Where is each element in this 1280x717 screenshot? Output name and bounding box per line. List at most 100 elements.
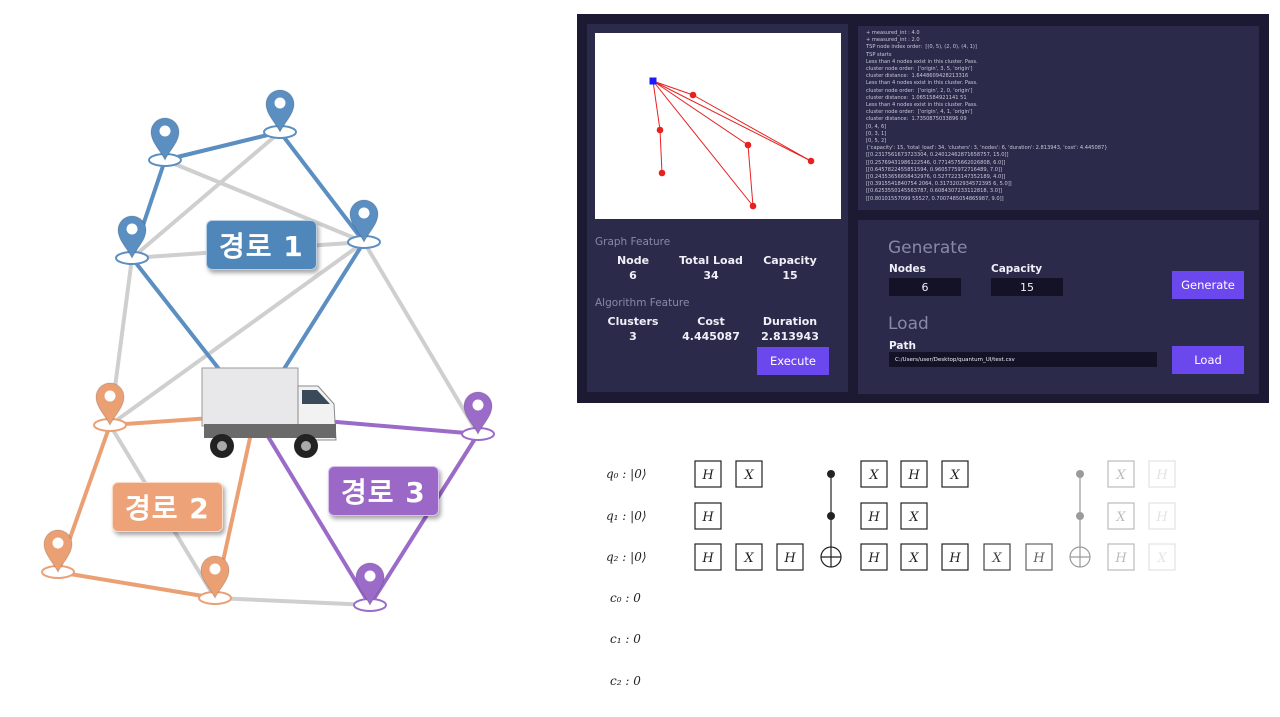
- toffoli-gate: [820, 470, 842, 568]
- pin-marker: [265, 89, 295, 134]
- svg-text:H: H: [867, 510, 880, 525]
- generate-button[interactable]: Generate: [1172, 271, 1244, 299]
- app-window: Graph Feature Node 6 Total Load 34 Capac…: [577, 14, 1269, 403]
- pin-hole: [52, 537, 64, 549]
- pin-marker: [150, 117, 180, 162]
- generate-title: Generate: [888, 238, 968, 258]
- node-value: 6: [629, 269, 637, 282]
- clusters-value: 3: [629, 330, 637, 343]
- truck-hub: [217, 441, 227, 451]
- pin-hole: [159, 125, 171, 137]
- svg-text:H: H: [783, 551, 796, 566]
- route-1-label: 경로 1: [206, 220, 317, 270]
- cluster-graph: [649, 77, 815, 210]
- gate-x: X: [900, 543, 928, 571]
- nodes-input[interactable]: 6: [889, 278, 961, 296]
- location-pin-icon: [41, 529, 75, 579]
- route-edge: [163, 130, 282, 162]
- svg-text:H: H: [701, 510, 714, 525]
- location-pin-icon: [198, 555, 232, 605]
- capacity-input[interactable]: 15: [991, 278, 1063, 296]
- capacity-value: 15: [782, 269, 798, 282]
- node-label: Node: [616, 254, 650, 267]
- gate-x: X: [735, 543, 763, 571]
- graph-edge: [692, 94, 812, 162]
- svg-text:H: H: [701, 468, 714, 483]
- algorithm-feature-title: Algorithm Feature: [595, 297, 690, 309]
- route-edge: [108, 240, 366, 427]
- pin-marker: [43, 529, 73, 574]
- cost-label: Cost: [697, 315, 725, 328]
- route-edge: [368, 432, 480, 607]
- svg-text:H: H: [1114, 551, 1127, 566]
- pin-hole: [358, 207, 370, 219]
- gate-h: H: [900, 460, 928, 488]
- svg-text:X: X: [908, 551, 919, 566]
- location-pins: [41, 89, 495, 612]
- gate-x: X: [983, 543, 1011, 571]
- truck-icon: [201, 367, 337, 458]
- toffoli-gate: [1069, 470, 1091, 568]
- load-title: Load: [888, 314, 929, 334]
- graph-edge: [659, 129, 663, 174]
- log-output: + measured_int : 4.0 + measured_int : 2.…: [866, 30, 1108, 202]
- svg-text:H: H: [867, 551, 880, 566]
- graph-node: [744, 141, 752, 149]
- svg-text:H: H: [701, 551, 714, 566]
- total-load-value: 34: [703, 269, 719, 282]
- gate-h: H: [694, 543, 722, 571]
- location-pin-icon: [353, 562, 387, 612]
- svg-text:X: X: [743, 468, 754, 483]
- truck-hub: [301, 441, 311, 451]
- execute-button[interactable]: Execute: [757, 347, 829, 375]
- svg-text:X: X: [949, 468, 960, 483]
- location-pin-icon: [347, 199, 381, 249]
- log-panel[interactable]: + measured_int : 4.0 + measured_int : 2.…: [858, 26, 1259, 210]
- path-input[interactable]: C:/Users/user/Desktop/quantum_UI/test.cs…: [889, 352, 1157, 367]
- location-pin-icon: [93, 382, 127, 432]
- svg-text:H: H: [948, 551, 961, 566]
- graph-node: [689, 91, 697, 99]
- clbit-label: c₀ : 0: [610, 591, 641, 605]
- graph-node: [656, 126, 664, 134]
- gate-x: X: [941, 460, 969, 488]
- route-map-diagram: 경로 1 경로 2 경로 3: [0, 0, 560, 713]
- svg-text:X: X: [991, 551, 1002, 566]
- gate-h: H: [694, 502, 722, 530]
- gen-capacity-label: Capacity: [991, 263, 1043, 275]
- location-pin-icon: [148, 117, 182, 167]
- gate-h: H: [860, 502, 888, 530]
- route-edge: [163, 158, 366, 244]
- clusters-label: Clusters: [607, 315, 659, 328]
- pin-marker: [95, 382, 125, 427]
- control-panel: Generate Nodes 6 Capacity 15 Generate Lo…: [858, 220, 1259, 394]
- gate-x: X: [1107, 460, 1135, 488]
- path-label: Path: [889, 340, 916, 352]
- graph-feature-title: Graph Feature: [595, 236, 671, 248]
- svg-text:H: H: [907, 468, 920, 483]
- svg-text:H: H: [1155, 468, 1168, 483]
- svg-text:H: H: [1155, 510, 1168, 525]
- gate-x: X: [735, 460, 763, 488]
- truck-cargo-box: [201, 367, 299, 427]
- svg-text:H: H: [1032, 551, 1045, 566]
- clbit-label: c₂ : 0: [610, 674, 641, 688]
- gate-h: H: [1025, 543, 1053, 571]
- circuit-diagram: q₀ : |0⟩q₁ : |0⟩q₂ : |0⟩c₀ : 0c₁ : 0c₂ :…: [606, 460, 1270, 688]
- route-edge: [253, 413, 372, 607]
- feature-panel: Graph Feature Node 6 Total Load 34 Capac…: [587, 24, 848, 392]
- route-network: [41, 89, 495, 612]
- route-edge: [213, 596, 372, 607]
- graph-edge: [652, 80, 694, 96]
- graph-edge: [652, 80, 661, 131]
- location-pin-icon: [115, 215, 149, 265]
- pin-hole: [104, 390, 116, 402]
- duration-label: Duration: [762, 315, 818, 328]
- graph-depot-node: [649, 77, 657, 85]
- load-button[interactable]: Load: [1172, 346, 1244, 374]
- pin-marker: [355, 562, 385, 607]
- truck-windshield: [302, 390, 330, 404]
- gate-x: X: [860, 460, 888, 488]
- route-edge: [278, 130, 366, 244]
